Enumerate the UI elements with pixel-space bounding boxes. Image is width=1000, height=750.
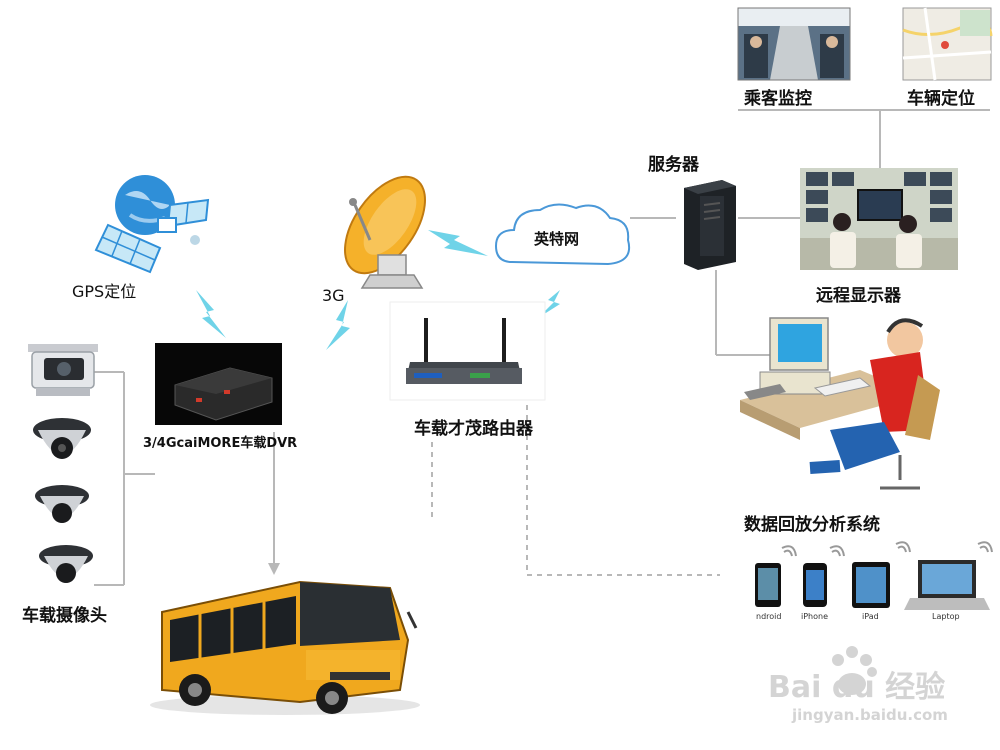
rear-camera-icon: [28, 344, 98, 396]
laptop-icon: [904, 560, 990, 610]
dvr-device-photo: [155, 343, 282, 425]
baidu-watermark-brand: Bai du 经验: [768, 670, 946, 705]
cloud-label: 英特网: [534, 230, 580, 248]
cameras-label: 车载摄像头: [22, 606, 107, 626]
vehicle-position-label: 车辆定位: [907, 89, 975, 109]
internet-cloud-icon: [494, 203, 630, 266]
android-phone-icon: [755, 563, 781, 607]
connector-lines: [94, 109, 990, 586]
baidu-watermark-url: jingyan.baidu.com: [792, 706, 948, 724]
monitoring-room-photo: [800, 168, 958, 270]
iphone-label: iPhone: [801, 612, 829, 621]
lightning-icon: [196, 290, 226, 338]
passenger-monitor-label: 乘客监控: [744, 89, 812, 109]
dvr-label: 3/4GcaiMORE车载DVR: [143, 436, 298, 451]
analysis-system-label: 数据回放分析系统: [744, 515, 880, 535]
dashed-lines: [431, 395, 720, 576]
wifi-signal-icons: [781, 541, 993, 557]
android-label: ndroid: [756, 612, 782, 621]
arrow-to-bus: [268, 563, 280, 575]
office-worker-illustration: [740, 317, 940, 490]
server-tower-icon: [684, 180, 736, 270]
gps-label: GPS定位: [72, 282, 137, 301]
laptop-label: Laptop: [932, 612, 960, 621]
lightning-icon: [326, 300, 350, 350]
ipad-label: iPad: [862, 612, 879, 621]
gps-satellite-icon: [94, 175, 210, 274]
server-label: 服务器: [648, 155, 699, 175]
dome-camera-icon: [33, 418, 91, 459]
3g-label: 3G: [322, 286, 345, 305]
dome-camera-icon: [35, 485, 89, 523]
router-label: 车载才茂路由器: [414, 419, 533, 439]
router-device-photo: [389, 301, 546, 401]
wireless-signals: [196, 230, 560, 350]
dome-camera-icon: [39, 545, 93, 583]
vehicle-map-photo: [902, 7, 993, 81]
iphone-icon: [803, 563, 827, 607]
ipad-icon: [852, 562, 890, 608]
passenger-monitor-photo: [737, 7, 851, 81]
remote-display-label: 远程显示器: [816, 286, 901, 306]
satellite-dish-icon: [344, 175, 426, 289]
baidu-paw-icon: [832, 646, 877, 695]
lightning-icon: [538, 290, 560, 318]
bus-illustration: [150, 580, 420, 715]
lightning-icon: [428, 230, 488, 256]
